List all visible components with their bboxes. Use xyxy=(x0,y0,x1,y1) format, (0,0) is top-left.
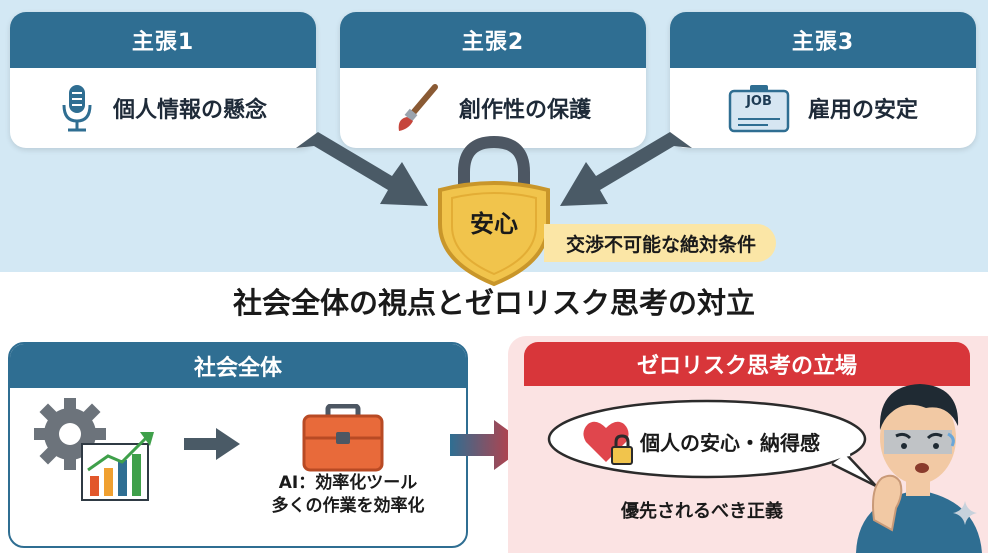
claim-card-1: 主張1 個人情報の懸念 xyxy=(10,12,316,148)
sparkle-icon xyxy=(953,501,977,525)
claim-label-1: 個人情報の懸念 xyxy=(112,98,267,123)
worried-person-icon xyxy=(856,384,982,553)
convergence-arrows xyxy=(296,132,692,206)
job-badge-text: JOB xyxy=(746,94,772,109)
claim-label-2: 創作性の保護 xyxy=(458,98,591,123)
society-caption-line2: 多くの作業を効率化 xyxy=(271,495,425,516)
toolbox-icon xyxy=(302,404,384,472)
zero-risk-header: ゼロリスク思考の立場 xyxy=(524,342,970,386)
gear-chart-icon xyxy=(34,398,154,501)
shield-lock-icon xyxy=(438,135,550,287)
society-caption-line1: AI：効率化ツール xyxy=(278,473,418,493)
society-header: 社会全体 xyxy=(10,344,466,388)
claim-header-2: 主張2 xyxy=(340,12,646,68)
job-badge-icon: JOB xyxy=(728,83,790,133)
claim-label-3: 雇用の安定 xyxy=(807,98,918,123)
arrow-right-icon xyxy=(560,132,692,206)
shield-note: 交渉不可能な絶対条件 xyxy=(544,224,777,262)
claim-card-2: 主張2 創作性の保護 xyxy=(340,12,646,148)
claim-header-3: 主張3 xyxy=(670,12,976,68)
arrow-left-icon xyxy=(296,132,428,206)
society-caption: AI：効率化ツール 多くの作業を効率化 xyxy=(248,472,448,518)
shield-label: 安心 xyxy=(470,210,518,238)
microphone-icon xyxy=(59,83,95,133)
paintbrush-icon xyxy=(395,83,441,133)
conflict-title: 社会全体の視点とゼロリスク思考の対立 xyxy=(232,286,755,320)
zero-risk-caption: 優先されるべき正義 xyxy=(621,501,783,522)
bubble-text: 個人の安心・納得感 xyxy=(640,431,820,455)
heart-lock-icon xyxy=(583,421,633,465)
claim-header-1: 主張1 xyxy=(10,12,316,68)
arrow-right-icon xyxy=(184,428,240,460)
claim-card-3: 主張3 JOB 雇用の安定 xyxy=(670,12,976,148)
